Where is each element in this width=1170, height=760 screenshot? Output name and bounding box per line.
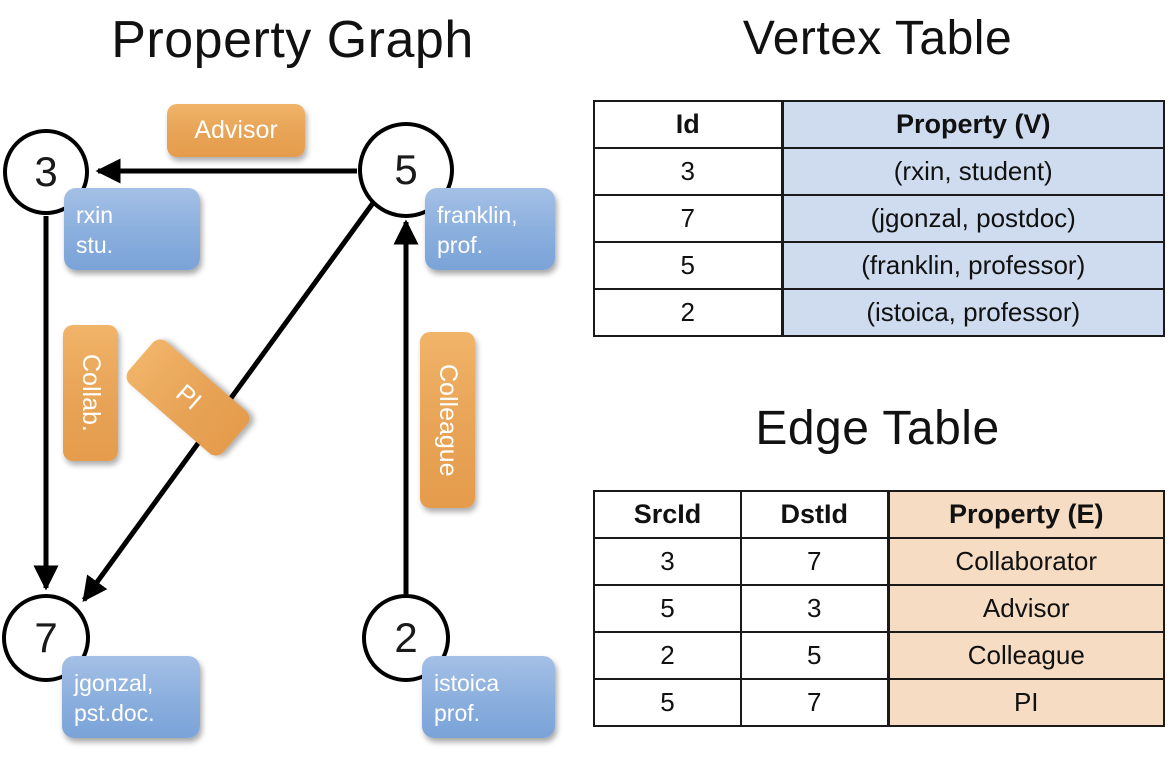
table-row[interactable]: 5 3 Advisor — [593, 584, 1165, 633]
node-property-box-istoica: istoica prof. — [422, 656, 555, 738]
node-property-box-franklin: franklin, prof. — [425, 188, 555, 270]
vertex-row-0-property: (rxin, student) — [780, 147, 1165, 196]
graph-node-5-label: 5 — [394, 146, 418, 193]
table-row[interactable]: 5 (franklin, professor) — [593, 241, 1165, 290]
vertex-table-header-row: Id Property (V) — [593, 100, 1165, 149]
node-property-jgonzal-line1: jgonzal, — [74, 670, 154, 696]
edge-label-colleague-text: Colleague — [434, 363, 462, 477]
vertex-row-2-id: 5 — [593, 241, 783, 290]
graph-node-2[interactable]: 2 — [362, 594, 450, 682]
edge-row-2-property: Colleague — [886, 631, 1165, 680]
table-row[interactable]: 5 7 PI — [593, 678, 1165, 727]
edge-row-3-src: 5 — [593, 678, 742, 727]
edge-row-1-property: Advisor — [886, 584, 1165, 633]
node-property-box-jgonzal: jgonzal, pst.doc. — [62, 656, 200, 738]
edge-table-header-srcid: SrcId — [593, 490, 742, 539]
edge-row-1-src: 5 — [593, 584, 742, 633]
edge-row-3-property: PI — [886, 678, 1165, 727]
node-property-franklin-line1: franklin, — [437, 202, 518, 228]
vertex-table-header-property: Property (V) — [780, 100, 1165, 149]
edge-row-0-src: 3 — [593, 537, 742, 586]
edge-row-1-dst: 3 — [740, 584, 889, 633]
vertex-table: Id Property (V) 3 (rxin, student) 7 (jgo… — [593, 100, 1165, 337]
edge-table-header-dstid: DstId — [740, 490, 889, 539]
edge-row-0-dst: 7 — [740, 537, 889, 586]
table-row[interactable]: 3 7 Collaborator — [593, 537, 1165, 586]
node-property-jgonzal-line2: pst.doc. — [74, 700, 155, 726]
node-property-rxin-line2: stu. — [76, 232, 114, 258]
graph-node-5[interactable]: 5 — [358, 122, 454, 218]
table-row[interactable]: 3 (rxin, student) — [593, 147, 1165, 196]
edge-table-header-property: Property (E) — [886, 490, 1165, 539]
graph-node-2-label: 2 — [394, 614, 418, 661]
node-property-istoica-line2: prof. — [434, 700, 481, 726]
graph-node-7-label: 7 — [34, 614, 58, 661]
table-row[interactable]: 7 (jgonzal, postdoc) — [593, 194, 1165, 243]
edge-label-advisor: Advisor — [167, 104, 305, 157]
node-property-box-rxin: rxin stu. — [64, 188, 200, 270]
edge-label-colleague: Colleague — [420, 332, 475, 508]
property-graph-title: Property Graph — [111, 11, 474, 69]
edge-row-2-dst: 5 — [740, 631, 889, 680]
edge-table: SrcId DstId Property (E) 3 7 Collaborato… — [593, 490, 1165, 727]
edge-row-0-property: Collaborator — [886, 537, 1165, 586]
edge-label-collab: Collab. — [63, 325, 118, 461]
graph-node-3-label: 3 — [34, 148, 58, 195]
table-row[interactable]: 2 (istoica, professor) — [593, 288, 1165, 337]
node-property-istoica-line1: istoica — [434, 670, 500, 696]
edge-label-pi-text: PI — [170, 378, 207, 416]
vertex-row-3-property: (istoica, professor) — [780, 288, 1165, 337]
edge-label-advisor-text: Advisor — [194, 116, 278, 144]
vertex-row-1-id: 7 — [593, 194, 783, 243]
vertex-row-2-property: (franklin, professor) — [780, 241, 1165, 290]
edge-label-collab-text: Collab. — [77, 354, 105, 432]
vertex-row-0-id: 3 — [593, 147, 783, 196]
vertex-row-1-property: (jgonzal, postdoc) — [780, 194, 1165, 243]
node-property-franklin-line2: prof. — [437, 232, 484, 258]
edge-table-header-row: SrcId DstId Property (E) — [593, 490, 1165, 539]
node-property-rxin-line1: rxin — [76, 202, 114, 228]
table-row[interactable]: 2 5 Colleague — [593, 631, 1165, 680]
vertex-table-header-id: Id — [593, 100, 783, 149]
vertex-row-3-id: 2 — [593, 288, 783, 337]
edge-row-3-dst: 7 — [740, 678, 889, 727]
property-graph-panel: Property Graph 3 5 7 2 rxin stu. frankli… — [2, 11, 555, 738]
edge-row-2-src: 2 — [593, 631, 742, 680]
vertex-table-title: Vertex Table — [742, 12, 1013, 65]
edge-table-title: Edge Table — [755, 402, 1000, 455]
